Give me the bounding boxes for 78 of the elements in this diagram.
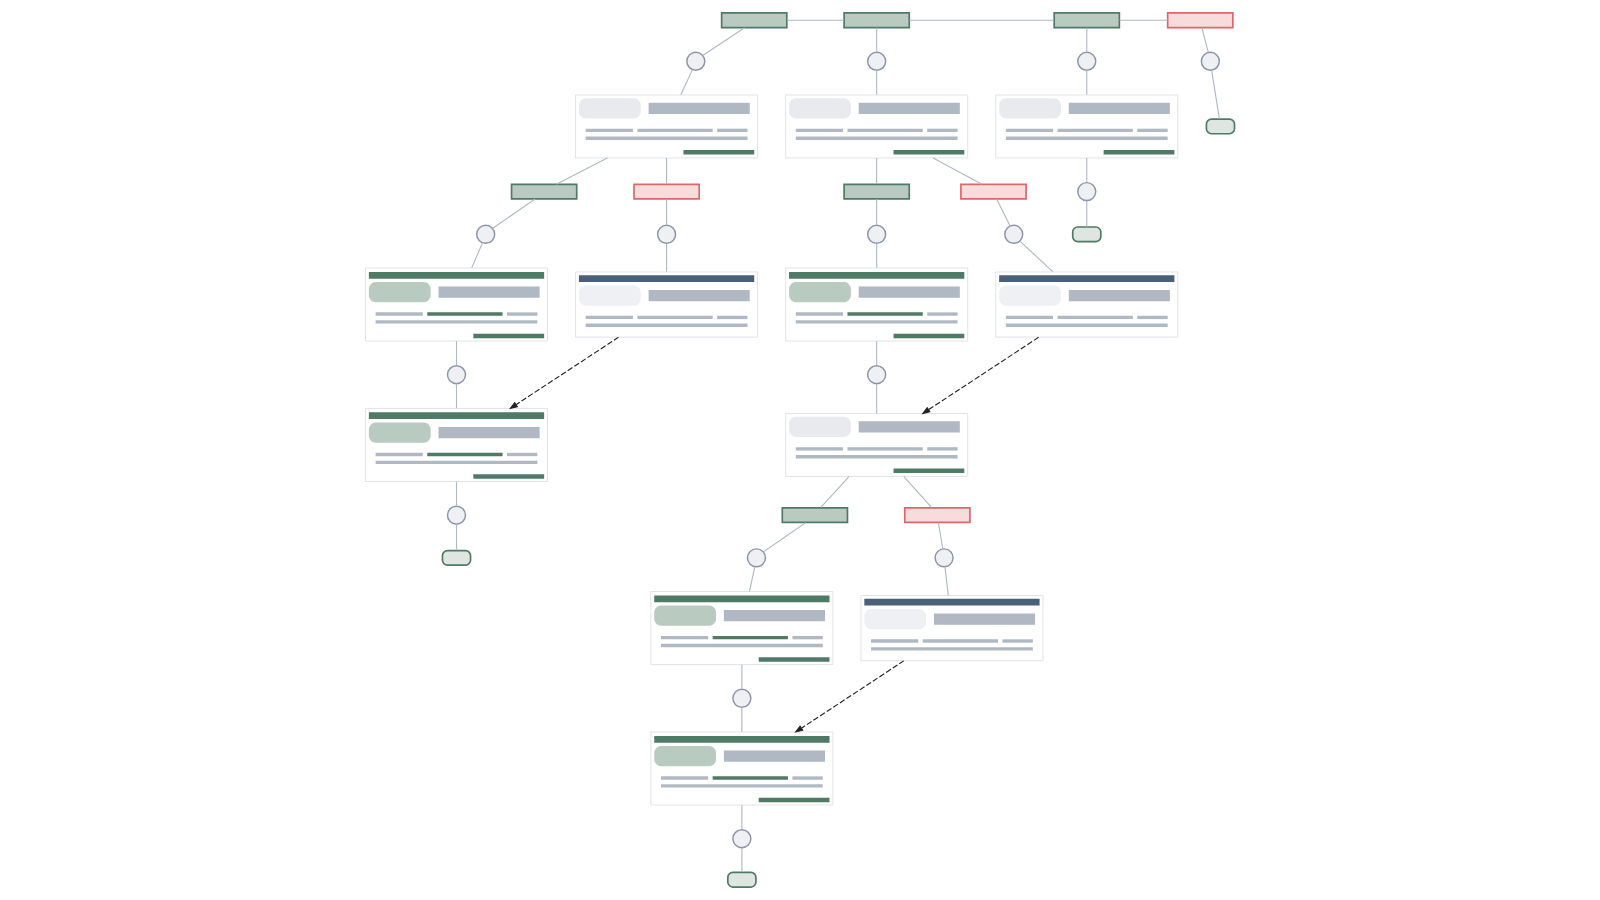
connector	[1211, 70, 1220, 120]
connector	[741, 664, 743, 690]
connector	[908, 19, 1055, 21]
connector	[555, 157, 609, 185]
connector	[820, 475, 850, 509]
connector	[944, 566, 949, 596]
connector	[1019, 240, 1054, 273]
connector	[1086, 157, 1088, 183]
connector	[666, 243, 668, 273]
node-circle	[732, 688, 752, 708]
node-bar	[1166, 12, 1234, 29]
node-box	[650, 591, 834, 666]
connector	[455, 383, 458, 409]
connector	[932, 157, 983, 185]
node-pill	[1205, 118, 1236, 135]
connector	[876, 243, 878, 269]
node-pill	[441, 549, 472, 566]
arrow	[508, 336, 619, 410]
connector	[876, 383, 878, 414]
arrow	[921, 336, 1040, 415]
connector	[666, 157, 668, 185]
connector	[748, 566, 756, 592]
node-circle	[1077, 51, 1097, 71]
node-circle	[866, 224, 887, 244]
node-circle	[476, 224, 496, 244]
connector	[1086, 200, 1088, 228]
node-box	[995, 94, 1179, 159]
node-pill	[726, 871, 757, 888]
node-circle	[732, 829, 752, 849]
node-bar	[960, 183, 1027, 200]
node-circle	[686, 51, 706, 71]
connector	[702, 27, 746, 56]
connector	[1119, 19, 1169, 21]
connector	[1201, 27, 1209, 53]
node-circle	[446, 505, 467, 525]
node-circle	[1004, 224, 1024, 244]
node-box	[995, 271, 1179, 338]
node-bar	[843, 183, 911, 200]
connector	[455, 481, 458, 507]
arrow	[794, 660, 905, 733]
node-bar	[1053, 12, 1121, 29]
node-bar	[903, 507, 971, 524]
node-pill	[1071, 226, 1102, 243]
connector	[876, 198, 878, 226]
connector	[786, 19, 845, 21]
node-circle	[866, 51, 887, 71]
node-bar	[781, 507, 849, 524]
connector	[741, 707, 743, 733]
connector	[937, 522, 944, 550]
connector	[903, 475, 933, 509]
node-bar	[843, 12, 911, 29]
connector	[492, 198, 536, 229]
connector	[1086, 70, 1088, 96]
connector	[471, 242, 483, 269]
node-bar	[633, 183, 700, 200]
node-circle	[446, 365, 467, 385]
connector	[680, 69, 693, 96]
connector	[455, 340, 458, 366]
node-bar	[720, 12, 788, 29]
node-circle	[746, 548, 767, 568]
connector	[876, 340, 878, 366]
connector	[876, 27, 878, 53]
connector	[876, 70, 878, 96]
node-circle	[1077, 181, 1097, 202]
node-circle	[656, 224, 677, 244]
connector	[996, 198, 1011, 227]
connector	[741, 847, 743, 873]
node-bar	[510, 183, 578, 200]
node-circle	[1200, 51, 1221, 71]
connector	[762, 522, 807, 553]
connector	[741, 804, 743, 830]
node-circle	[866, 365, 887, 385]
node-box	[785, 94, 969, 159]
connector	[455, 523, 458, 551]
connector	[666, 198, 668, 226]
connector	[1086, 27, 1088, 53]
connector	[876, 157, 878, 185]
node-circle	[934, 548, 954, 568]
